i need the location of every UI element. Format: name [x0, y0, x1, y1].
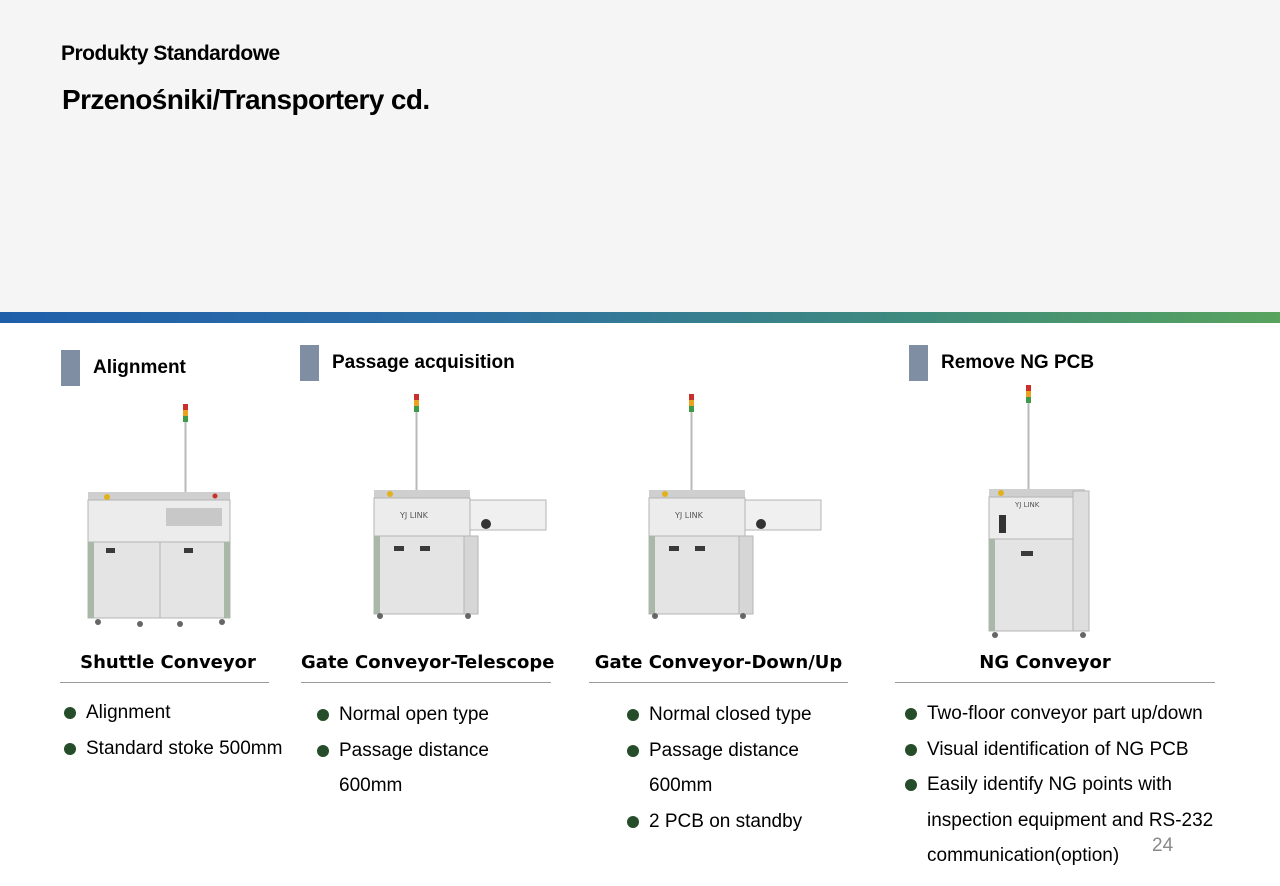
ng-conveyor-features: Two-floor conveyor part up/down Visual i… — [903, 696, 1213, 874]
feature-item: Passage distance — [625, 733, 812, 769]
gate-telescope-features: Normal open type Passage distance 600mm — [315, 697, 489, 804]
feature-item: communication(option) — [927, 845, 1120, 866]
product-divider — [60, 682, 269, 683]
feature-item: 600mm — [649, 775, 713, 796]
slide-title: Przenośniki/Transportery cd. — [62, 84, 430, 115]
section-marker — [909, 345, 928, 381]
gradient-divider — [0, 312, 1280, 323]
section-marker — [300, 345, 319, 381]
section-label: Passage acquisition — [332, 352, 515, 373]
product-name-ng-conveyor: NG Conveyor — [979, 652, 1111, 673]
svg-text:YJ LINK: YJ LINK — [674, 511, 704, 520]
page-number: 24 — [1152, 835, 1174, 856]
product-name-gate-telescope: Gate Conveyor-Telescope — [301, 652, 555, 673]
feature-item: Visual identification of NG PCB — [903, 732, 1213, 768]
svg-text:YJ LINK: YJ LINK — [399, 511, 429, 520]
section-header-alignment: Alignment — [61, 350, 186, 386]
feature-item: Normal open type — [315, 697, 489, 733]
shuttle-conveyor-features: Alignment Standard stoke 500mm — [62, 695, 282, 766]
feature-item: Two-floor conveyor part up/down — [903, 696, 1213, 732]
gate-down-up-features: Normal closed type Passage distance 600m… — [625, 697, 812, 839]
feature-item: Easily identify NG points with — [903, 767, 1213, 803]
section-label: Remove NG PCB — [941, 352, 1095, 373]
gate-conveyor-down-up-image: YJ LINK — [648, 394, 822, 619]
section-header-remove-ng: Remove NG PCB — [909, 345, 1094, 381]
gate-conveyor-telescope-image: YJ LINK — [373, 394, 547, 619]
svg-text:YJ LINK: YJ LINK — [1014, 501, 1040, 509]
feature-item: 2 PCB on standby — [625, 804, 812, 840]
header-band — [0, 0, 1280, 312]
ng-conveyor-image: YJ LINK — [988, 385, 1090, 638]
product-divider — [895, 682, 1215, 683]
feature-item: Passage distance — [315, 733, 489, 769]
section-header-passage: Passage acquisition — [300, 345, 515, 381]
section-marker — [61, 350, 80, 386]
feature-item: 600mm — [339, 775, 403, 796]
shuttle-conveyor-image — [87, 404, 231, 627]
section-label: Alignment — [93, 357, 186, 378]
product-name-gate-down-up: Gate Conveyor-Down/Up — [594, 652, 843, 673]
product-divider — [301, 682, 551, 683]
product-divider — [589, 682, 848, 683]
feature-item: Normal closed type — [625, 697, 812, 733]
feature-item: Standard stoke 500mm — [62, 731, 282, 767]
slide-kicker: Produkty Standardowe — [61, 42, 280, 65]
feature-item: inspection equipment and RS-232 — [927, 809, 1214, 831]
feature-item: Alignment — [62, 695, 282, 731]
product-name-shuttle-conveyor: Shuttle Conveyor — [80, 652, 256, 673]
